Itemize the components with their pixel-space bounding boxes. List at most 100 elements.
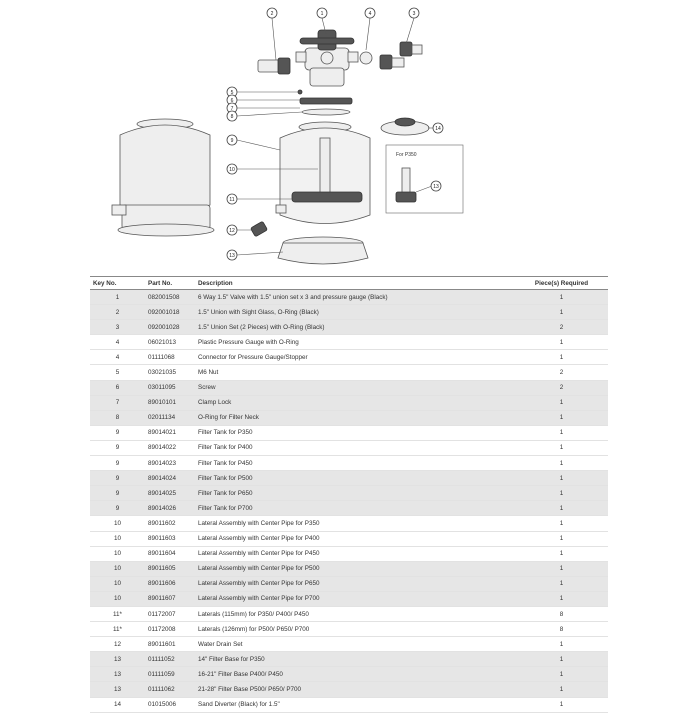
filter-base [277,236,369,265]
header-desc: Description [195,276,515,290]
description-cell: 16-21" Filter Base P400/ P450 [195,666,515,683]
qty-cell: 1 [515,289,608,306]
qty-cell: 2 [515,380,608,396]
filter-tank-cutaway [275,121,371,224]
qty-cell: 1 [515,666,608,683]
description-cell: Water Drain Set [195,636,515,653]
description-cell: 1.5" Union Set (2 Pieces) with O-Ring (B… [195,319,515,336]
part-no-cell: 89014022 [145,440,195,457]
part-no-cell: 89014024 [145,470,195,487]
callout-2: 2 [271,11,274,17]
description-cell: Lateral Assembly with Center Pipe for P5… [195,561,515,577]
part-no-cell: 01015006 [145,697,195,713]
part-no-cell: 89014025 [145,485,195,502]
description-cell: Filter Tank for P400 [195,440,515,457]
key-cell: 9 [90,470,145,487]
union-set [379,41,423,70]
key-cell: 13 [90,681,145,698]
key-cell: 10 [90,515,145,532]
callout-12: 12 [229,228,235,234]
callout-9: 9 [231,138,234,144]
part-no-cell: 01172007 [145,606,195,623]
description-cell: Filter Tank for P350 [195,425,515,441]
description-cell: 14" Filter Base for P350 [195,651,515,668]
qty-cell: 1 [515,349,608,366]
description-cell: Lateral Assembly with Center Pipe for P6… [195,576,515,592]
header-key: Key No. [90,276,145,290]
key-cell: 4 [90,334,145,351]
qty-cell: 1 [515,410,608,426]
description-cell: Lateral Assembly with Center Pipe for P3… [195,515,515,532]
key-cell: 5 [90,364,145,381]
callout-11: 11 [229,197,234,203]
header-part: Part No. [145,276,195,290]
part-no-cell: 01111059 [145,666,195,683]
key-cell: 10 [90,576,145,592]
part-no-cell: 01172008 [145,621,195,638]
qty-cell: 1 [515,440,608,457]
key-cell: 9 [90,455,145,472]
part-no-cell: 89011607 [145,591,195,607]
key-cell: 12 [90,636,145,653]
description-cell: Lateral Assembly with Center Pipe for P4… [195,531,515,547]
water-drain [250,221,268,237]
key-cell: 14 [90,697,145,713]
qty-cell: 1 [515,395,608,411]
description-cell: Filter Tank for P450 [195,455,515,472]
qty-cell: 1 [515,591,608,607]
description-cell: Lateral Assembly with Center Pipe for P7… [195,591,515,607]
callout-7: 7 [231,106,234,112]
qty-cell: 8 [515,621,608,638]
description-cell: Laterals (126mm) for P500/ P650/ P700 [195,621,515,638]
part-no-cell: 89014023 [145,455,195,472]
inset-callout-13: 13 [433,184,439,190]
callout-13: 13 [229,253,235,259]
part-no-cell: 06021013 [145,334,195,351]
qty-cell: 1 [515,425,608,441]
qty-cell: 1 [515,500,608,517]
part-no-cell: 89011603 [145,531,195,547]
multiport-valve [295,29,359,87]
qty-cell: 8 [515,606,608,623]
description-cell: Filter Tank for P500 [195,470,515,487]
qty-cell: 1 [515,304,608,321]
key-cell: 8 [90,410,145,426]
description-cell: 1.5" Union with Sight Glass, O-Ring (Bla… [195,304,515,321]
qty-cell: 1 [515,697,608,713]
key-cell: 10 [90,591,145,607]
key-cell: 9 [90,485,145,502]
qty-cell: 2 [515,364,608,381]
key-cell: 4 [90,349,145,366]
key-cell: 10 [90,531,145,547]
part-no-cell: 89011602 [145,515,195,532]
description-cell: M6 Nut [195,364,515,381]
part-no-cell: 89011606 [145,576,195,592]
qty-cell: 1 [515,681,608,698]
qty-cell: 1 [515,561,608,577]
parts-table: Key No. Part No. Description Piece(s) Re… [90,276,608,713]
description-cell: O-Ring for Filter Neck [195,410,515,426]
key-cell: 3 [90,319,145,336]
description-cell: Sand Diverter (Black) for 1.5" [195,697,515,713]
pressure-gauge [359,51,373,65]
part-no-cell: 89011604 [145,546,195,562]
part-no-cell: 092001018 [145,304,195,321]
callout-10: 10 [229,167,235,173]
qty-cell: 1 [515,334,608,351]
